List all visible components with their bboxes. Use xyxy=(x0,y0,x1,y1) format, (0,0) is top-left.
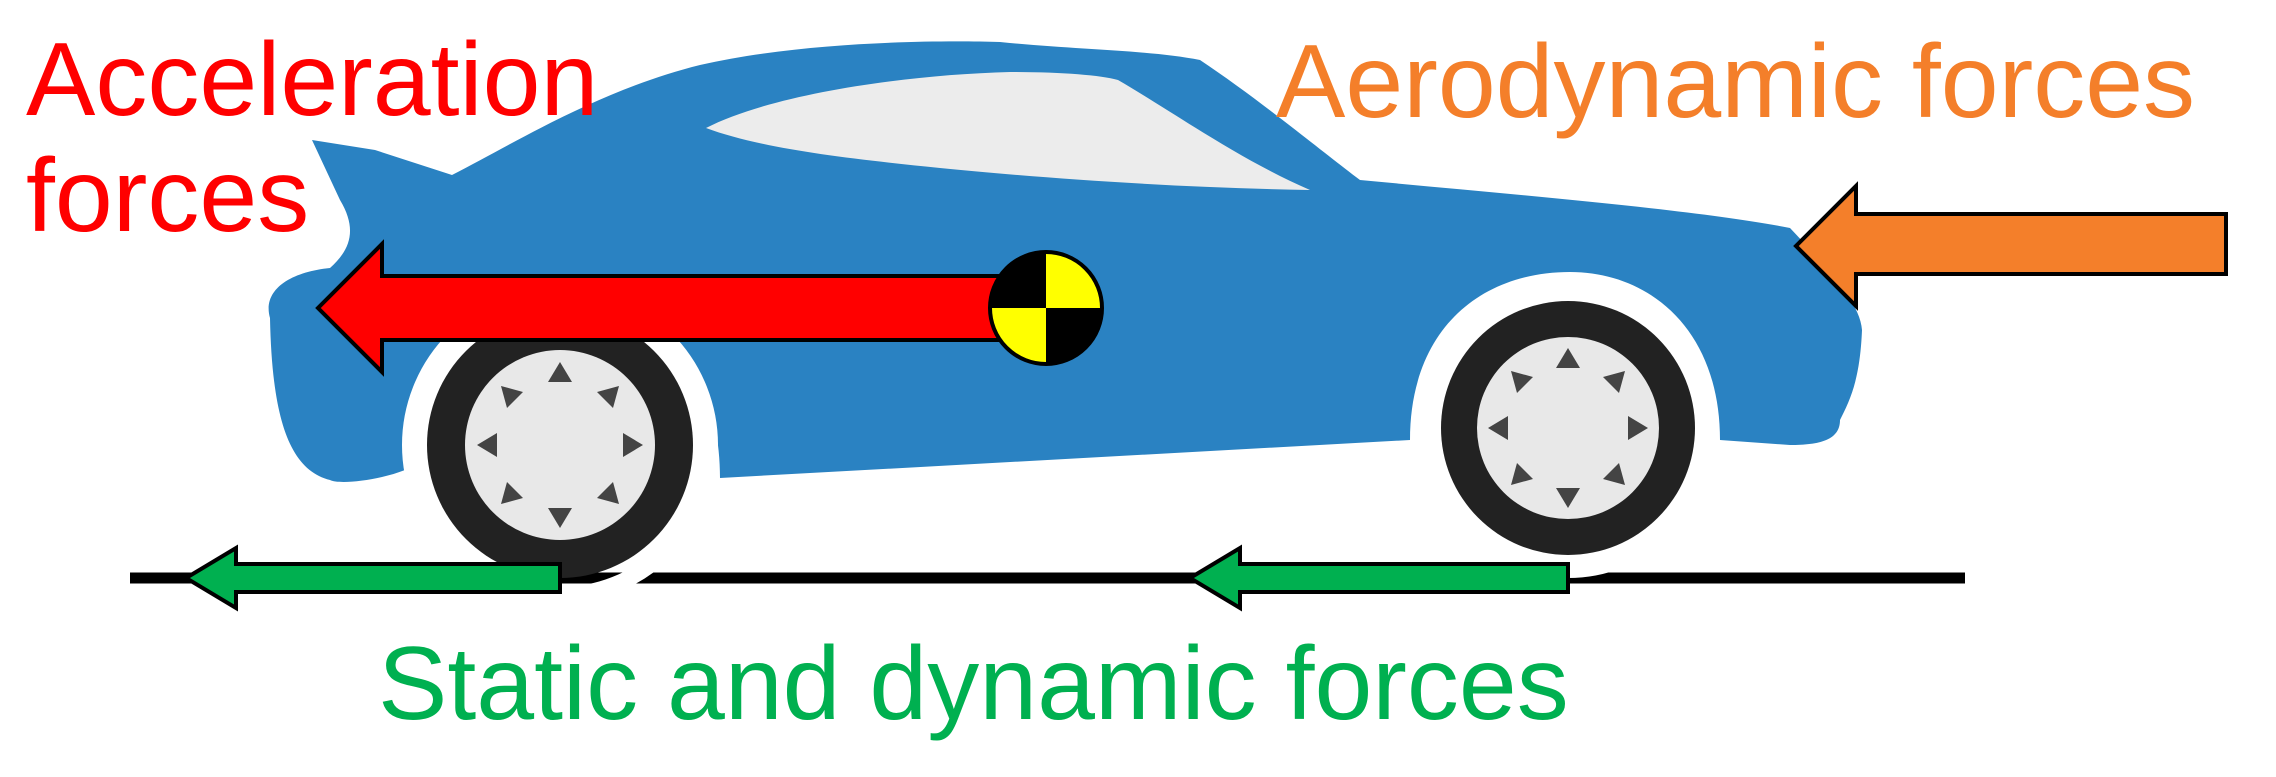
aerodynamic-arrow xyxy=(1793,181,2228,311)
acceleration-forces-label: Acceleration forces xyxy=(26,22,598,254)
car-window xyxy=(706,72,1310,190)
rear-wheel xyxy=(427,312,693,578)
static-dynamic-arrow-front xyxy=(1186,544,1570,612)
aerodynamic-forces-label: Aerodynamic forces xyxy=(1276,24,2196,140)
acceleration-arrow xyxy=(315,239,1048,377)
acceleration-label-line1: Acceleration xyxy=(26,22,599,138)
static-dynamic-arrow-rear xyxy=(182,544,562,612)
front-wheel xyxy=(1441,301,1695,555)
center-of-gravity-icon xyxy=(988,250,1104,366)
static-dynamic-forces-label: Static and dynamic forces xyxy=(378,626,1569,742)
acceleration-label-line2: forces xyxy=(26,138,310,254)
